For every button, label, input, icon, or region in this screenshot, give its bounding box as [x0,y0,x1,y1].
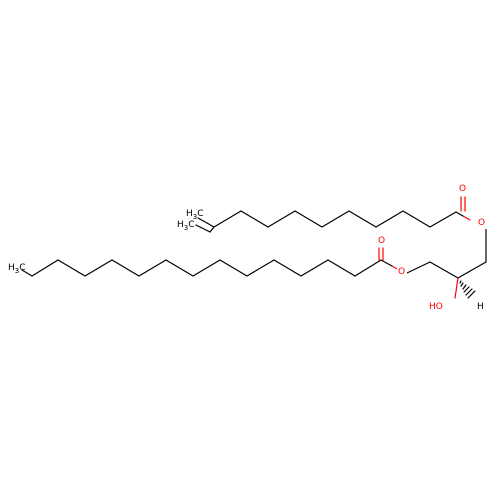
bond [354,259,382,277]
bond [240,210,269,228]
bond [273,259,302,277]
bond-oxygen [454,277,459,299]
bond [206,222,215,228]
bond [348,210,377,228]
bond [406,261,431,274]
bond [21,269,33,277]
bond [219,259,248,277]
hydroxyl-label: HO [429,302,443,312]
methyl-label-terminal-bottom: H3C [8,263,26,275]
stereo-hydrogen-label: H [477,302,484,312]
bond [300,259,329,277]
carbonyl-oxygen-bottom: O [378,236,385,246]
bond [294,210,323,228]
bond [375,210,404,228]
top-acyl-chain [195,196,471,233]
ester-oxygen-bottom: O [398,267,405,277]
bond [209,226,215,233]
bond [321,210,350,228]
methyl-label-terminal-top: H3C [177,220,195,232]
bond [402,210,431,228]
glycerol-backbone [406,225,487,299]
bond [455,211,464,217]
bond [213,210,242,228]
bond [31,259,59,277]
bond [429,211,457,228]
bond [165,259,194,277]
methyl-label-branch: H3C [186,209,204,221]
bond [57,259,86,277]
bottom-acyl-chain [21,247,400,277]
bond [84,259,113,277]
bond [138,259,167,277]
bond [111,259,140,277]
bond-oxygen [462,215,471,221]
atom-labels: O O O O HO H H3C H3C H3C [8,183,487,312]
bond [429,261,459,279]
bond [327,259,356,277]
bond [197,217,208,224]
bond [457,261,487,279]
ester-oxygen-top: O [478,218,485,228]
bond [380,259,393,267]
stereo-hash-wedge [459,280,476,299]
bond [195,224,211,233]
bond [267,210,296,228]
bond [192,259,221,277]
bond [246,259,275,277]
carbonyl-oxygen-top: O [459,184,466,194]
